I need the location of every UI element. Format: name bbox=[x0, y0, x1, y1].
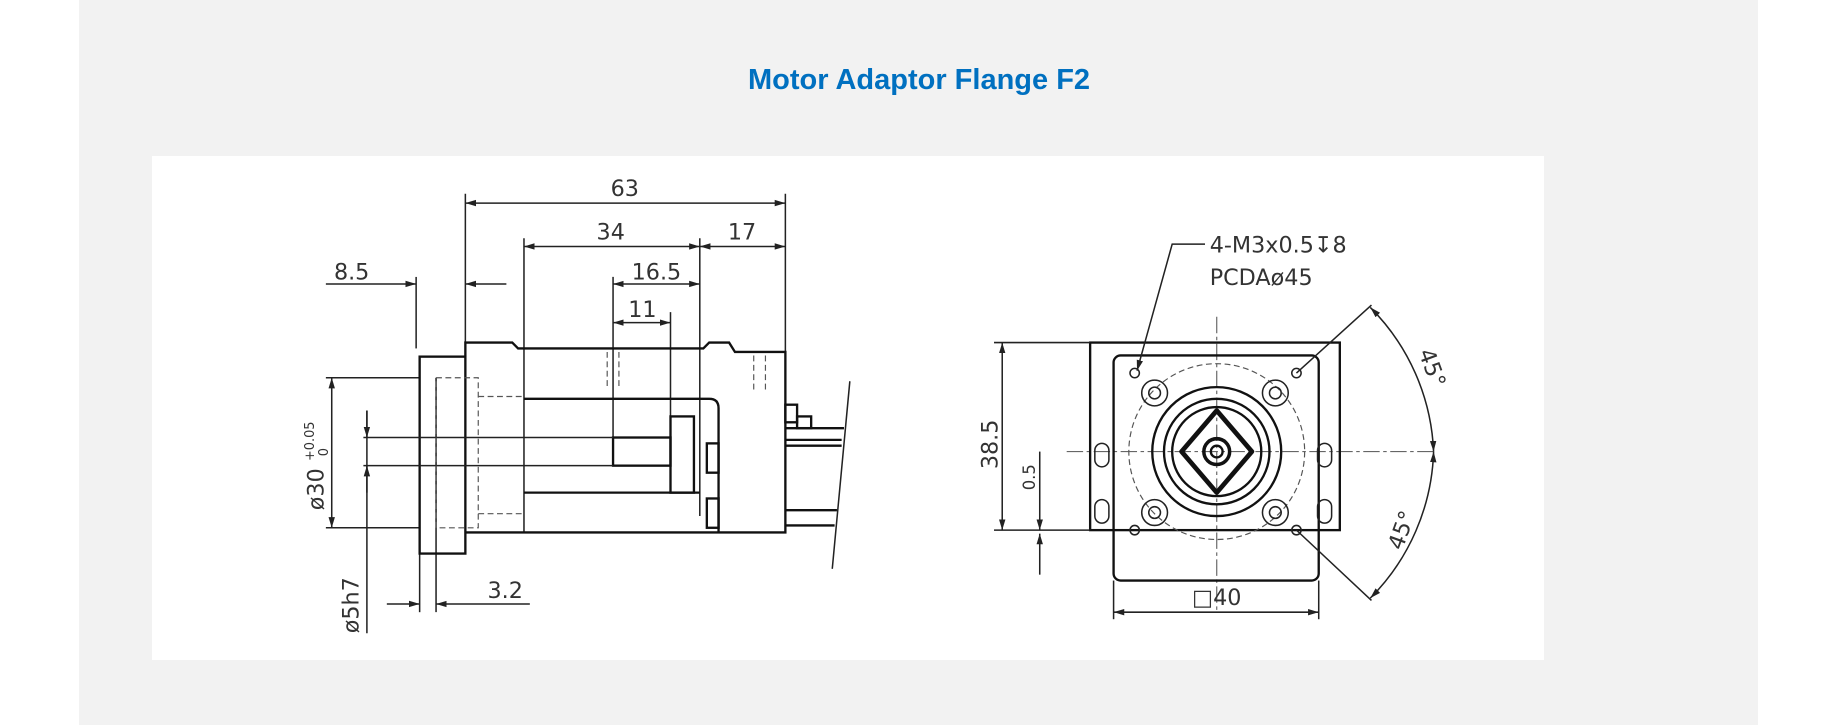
dim-pilot-tol-upper: +0.05 bbox=[303, 421, 318, 460]
dim-square: □40 bbox=[1192, 585, 1241, 611]
dim-pilot-tol-lower: 0 bbox=[317, 448, 332, 456]
dim-body-length: 34 bbox=[597, 219, 625, 245]
dim-pilot-depth: 3.2 bbox=[488, 578, 523, 604]
dimension-lines bbox=[325, 199, 786, 634]
hidden-lines bbox=[435, 351, 767, 529]
angle-top: 45° bbox=[1413, 345, 1451, 391]
pcd-circle bbox=[1128, 363, 1306, 541]
dim-shaft-diameter: ø5h7 bbox=[339, 577, 365, 633]
dim-shaft-b: 11 bbox=[628, 297, 656, 323]
front-view: 4-M3x0.5↧8 PCDAø45 38.5 0.5 □40 45° 45° bbox=[978, 232, 1451, 620]
dim-shaft-a: 16.5 bbox=[632, 259, 682, 285]
side-view: 63 34 17 8.5 16.5 11 3.2 ø30 +0.05 0 ø5h… bbox=[303, 176, 851, 634]
pcd-note: PCDAø45 bbox=[1210, 265, 1313, 291]
dim-height: 38.5 bbox=[978, 420, 1004, 470]
shaft-lines bbox=[363, 436, 614, 467]
dim-pilot-diameter: ø30 bbox=[304, 468, 330, 510]
front-dimension-lines bbox=[994, 243, 1437, 620]
dim-flange-thickness: 8.5 bbox=[334, 259, 369, 285]
dim-rear-length: 17 bbox=[728, 219, 756, 245]
housing-outline bbox=[1088, 341, 1341, 582]
flange-body-outline bbox=[418, 341, 844, 555]
angle-bottom: 45° bbox=[1383, 507, 1421, 553]
page-title: Motor Adaptor Flange F2 bbox=[747, 64, 1091, 96]
thread-note: 4-M3x0.5↧8 bbox=[1210, 232, 1347, 258]
break-line bbox=[831, 381, 851, 569]
center-lines bbox=[1066, 316, 1436, 610]
dim-offset: 0.5 bbox=[1020, 464, 1039, 490]
bolt-holes bbox=[1094, 367, 1333, 536]
dim-overall-length: 63 bbox=[611, 176, 639, 202]
